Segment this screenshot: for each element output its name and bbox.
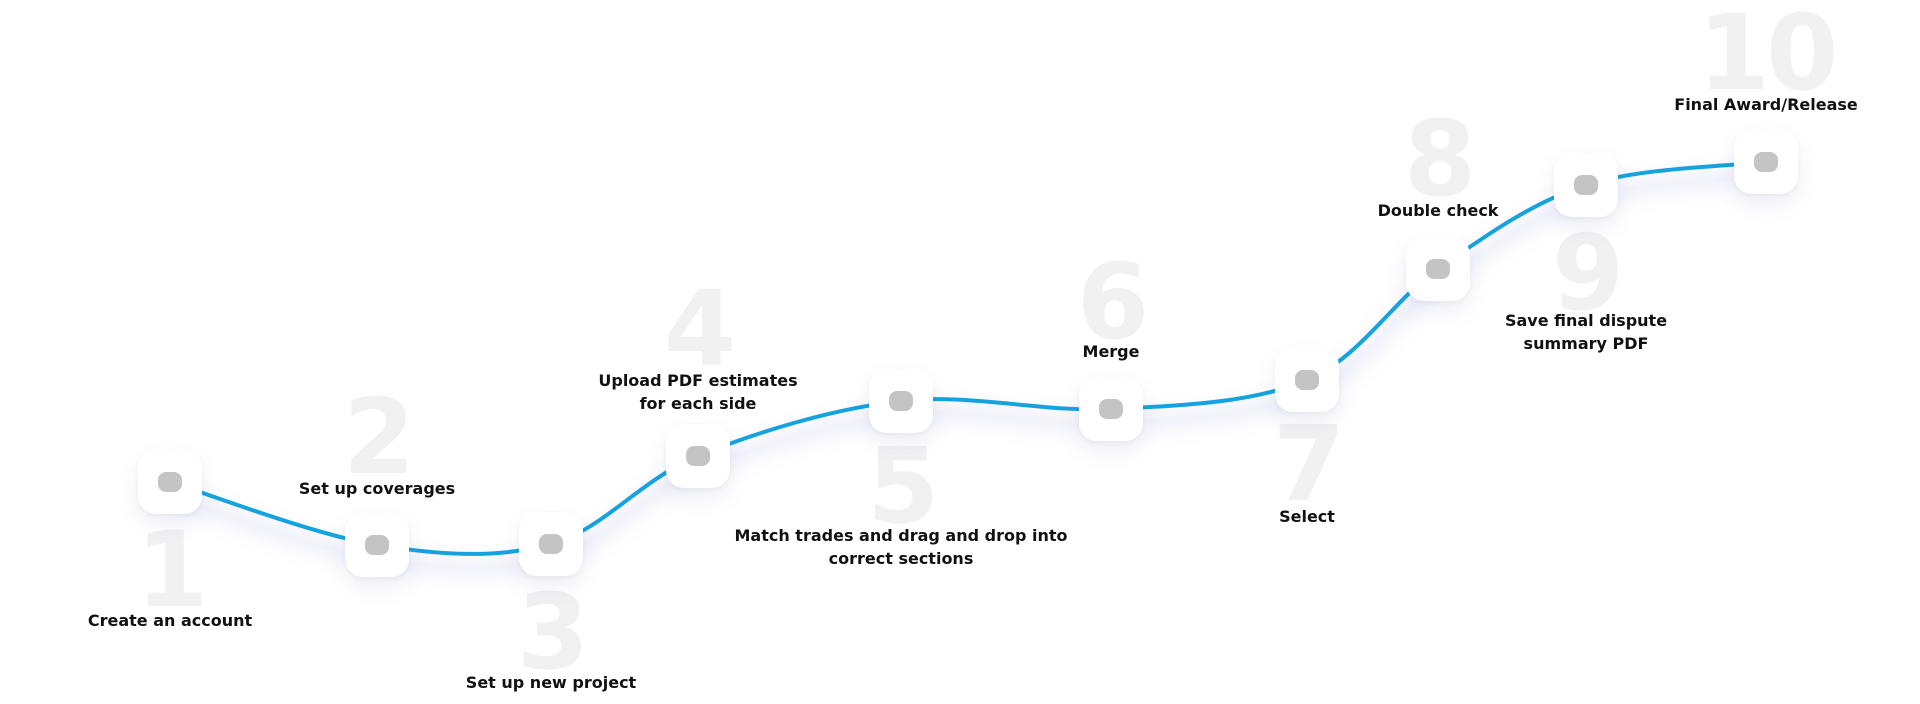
step-dot: [365, 535, 389, 555]
step-dot: [889, 391, 913, 411]
step-dot: [1295, 370, 1319, 390]
step-number: 3: [516, 571, 589, 693]
step-node: [869, 369, 933, 433]
step-dot: [1099, 399, 1123, 419]
step-label-line: Save final dispute: [1504, 311, 1668, 330]
step-dot: [539, 534, 563, 554]
step-number: 1: [135, 509, 208, 631]
step-number: 7: [1272, 403, 1345, 525]
step-label: Final Award/Release: [1674, 93, 1857, 116]
timeline-curve: [168, 160, 1768, 556]
step-node: [1079, 377, 1143, 441]
step-dot: [1754, 152, 1778, 172]
step-number: 2: [342, 376, 415, 498]
step-node: [1554, 153, 1618, 217]
step-label-line: Merge: [1082, 342, 1140, 361]
step-label-line: Upload PDF estimates: [598, 371, 798, 390]
step-node: [666, 424, 730, 488]
step-number: 8: [1403, 98, 1476, 220]
step-label: Set up new project: [466, 671, 636, 694]
step-label-line: Set up new project: [465, 673, 637, 692]
step-dot: [1426, 259, 1450, 279]
step-label-line: Match trades and drag and drop into: [734, 526, 1068, 545]
step-number: 9: [1551, 212, 1624, 334]
step-number: 10: [1697, 0, 1839, 114]
step-label-line: for each side: [639, 394, 757, 413]
step-node: [345, 513, 409, 577]
step-label-line: Set up coverages: [298, 479, 456, 498]
step-node: [1406, 237, 1470, 301]
step-label-line: correct sections: [828, 549, 974, 568]
step-node: [519, 512, 583, 576]
step-node: [1734, 130, 1798, 194]
timeline-curve-shadow: [163, 169, 1773, 575]
step-node: [1275, 348, 1339, 412]
step-number: 4: [663, 268, 736, 390]
step-number: 5: [866, 425, 939, 547]
step-node: [138, 450, 202, 514]
step-label: Upload PDF estimates for each side: [598, 369, 797, 415]
step-label-line: Create an account: [87, 611, 253, 630]
step-label: Create an account: [88, 609, 252, 632]
step-label: Set up coverages: [299, 477, 455, 500]
step-label: Save final dispute summary PDF: [1505, 309, 1667, 355]
step-dot: [1574, 175, 1598, 195]
step-label-line: Final Award/Release: [1674, 95, 1858, 114]
step-dot: [686, 446, 710, 466]
step-label: Match trades and drag and drop into corr…: [734, 524, 1067, 570]
step-label-line: summary PDF: [1523, 334, 1649, 353]
step-label: Select: [1279, 505, 1335, 528]
step-label-line: Double check: [1377, 201, 1499, 220]
step-number: 6: [1076, 241, 1149, 363]
step-label: Double check: [1378, 199, 1499, 222]
step-dot: [158, 472, 182, 492]
step-label-line: Select: [1279, 507, 1335, 526]
step-label: Merge: [1083, 340, 1140, 363]
